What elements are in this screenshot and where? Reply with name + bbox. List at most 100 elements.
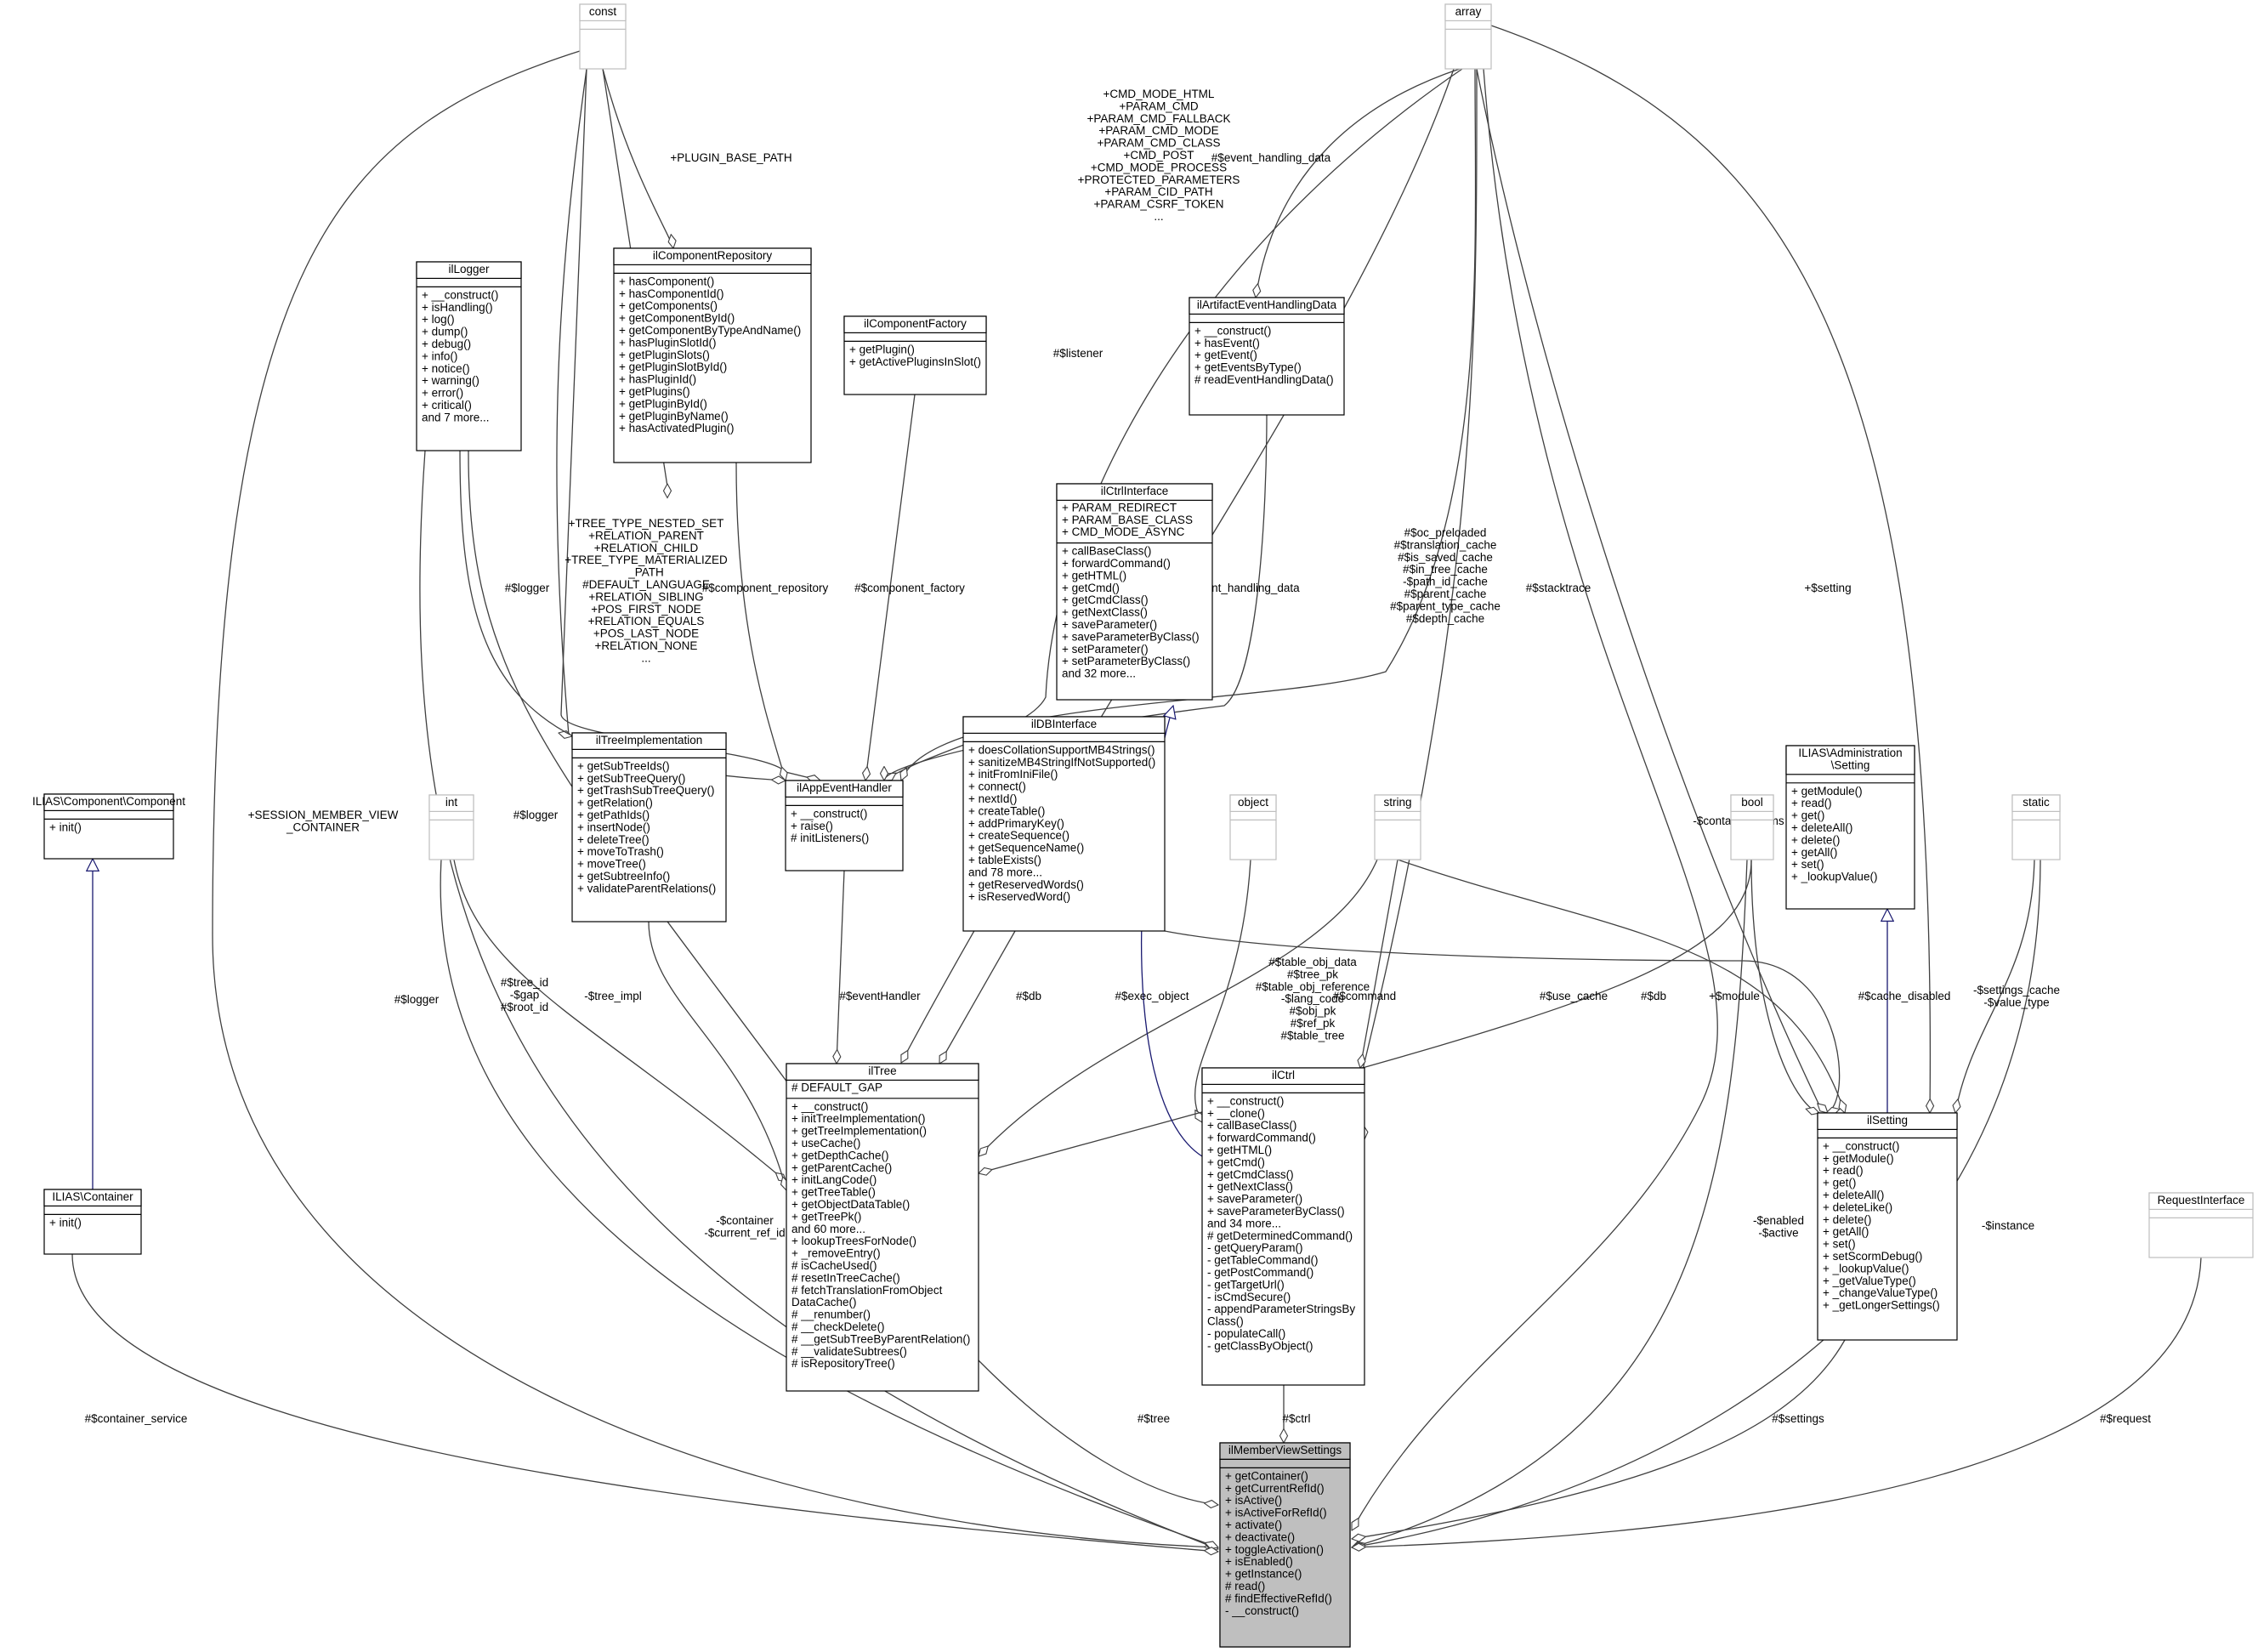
class-node-object[interactable]: object bbox=[1229, 794, 1277, 860]
edge-setting-memberviewsettings bbox=[1352, 1339, 1846, 1539]
edge-dbinterface-setting bbox=[1164, 930, 1840, 1113]
class-method: + hasComponent() bbox=[619, 275, 714, 287]
class-attribute: # DEFAULT_GAP bbox=[791, 1081, 882, 1093]
edge-label-line: +RELATION_SIBLING bbox=[588, 590, 703, 603]
edge-label-line: +RELATION_EQUALS bbox=[588, 615, 705, 627]
class-node-iltreeimplementation[interactable]: ilTreeImplementation+ getSubTreeIds()+ g… bbox=[571, 732, 727, 923]
class-node-ilsetting[interactable]: ilSetting+ __construct()+ getModule()+ r… bbox=[1817, 1112, 1958, 1341]
class-method: - getQueryParam() bbox=[1207, 1241, 1303, 1254]
edge-label-line: #$tree bbox=[1138, 1412, 1170, 1425]
class-method: + info() bbox=[422, 349, 457, 362]
class-method: - __construct() bbox=[1225, 1604, 1299, 1617]
class-node-ildbinterface[interactable]: ilDBInterface+ doesCollationSupportMB4St… bbox=[962, 716, 1166, 932]
class-title-area bbox=[1056, 483, 1213, 501]
class-box bbox=[786, 1063, 979, 1392]
class-node-int[interactable]: int bbox=[428, 794, 474, 860]
class-node-ilappeventhandler[interactable]: ilAppEventHandler+ __construct()+ raise(… bbox=[785, 780, 904, 871]
edge-label-db-tree: #$db bbox=[1016, 990, 1041, 1002]
class-method: + connect() bbox=[968, 781, 1026, 793]
edge-label-line: #$depth_cache bbox=[1406, 612, 1484, 625]
class-method: + getSubTreeIds() bbox=[577, 759, 670, 772]
class-method: + lookupTreesForNode() bbox=[791, 1235, 916, 1247]
class-node-iliascomponent[interactable]: ILIAS\Component\Component+ init() bbox=[32, 793, 185, 860]
edge-string-setting bbox=[1397, 859, 1845, 1113]
class-title-area bbox=[1785, 745, 1915, 775]
edge-label-setting: +$setting bbox=[1804, 582, 1851, 594]
class-method: + createTable() bbox=[968, 804, 1045, 817]
class-method: + getPathIds() bbox=[577, 809, 650, 821]
class-node-bool[interactable]: bool bbox=[1730, 794, 1774, 860]
edge-treeimpl-tree bbox=[648, 921, 786, 1190]
class-method: + getTreePk() bbox=[791, 1210, 861, 1223]
edge-label-tree-impl: -$tree_impl bbox=[584, 990, 642, 1002]
edge-string-tree bbox=[979, 859, 1378, 1156]
class-node-ilmemberviewsettings[interactable]: ilMemberViewSettings+ getContainer()+ ge… bbox=[1219, 1442, 1351, 1648]
edge-label-line: -$settings_cache bbox=[1973, 984, 2060, 996]
edge-label-ctrl-consts: +CMD_MODE_HTML+PARAM_CMD+PARAM_CMD_FALLB… bbox=[1078, 88, 1240, 223]
class-node-const[interactable]: const bbox=[579, 3, 627, 70]
class-node-array[interactable]: array bbox=[1444, 3, 1492, 70]
edge-label-logger-appev: #$logger bbox=[505, 582, 550, 594]
edge-label-line: #$logger bbox=[513, 809, 559, 821]
class-node-ilartifacteventhandlingdata[interactable]: ilArtifactEventHandlingData+ __construct… bbox=[1189, 297, 1345, 416]
class-method: + initFromIniFile() bbox=[968, 768, 1058, 781]
class-node-string[interactable]: string bbox=[1374, 794, 1421, 860]
edge-label-tree: #$tree bbox=[1138, 1412, 1170, 1425]
class-name: array bbox=[1455, 5, 1482, 18]
edge-label-line: #$command bbox=[1333, 990, 1396, 1002]
class-name: ilArtifactEventHandlingData bbox=[1197, 298, 1337, 311]
class-method: # __validateSubtrees() bbox=[791, 1345, 907, 1358]
edge-label-event-handling-data-hash: #$event_handling_data bbox=[1211, 151, 1331, 164]
class-node-illogger[interactable]: ilLogger+ __construct()+ isHandling()+ l… bbox=[416, 261, 522, 451]
class-method: Class() bbox=[1207, 1315, 1244, 1328]
class-method: + getHTML() bbox=[1207, 1144, 1272, 1156]
edge-label-settings-cache: -$settings_cache-$value_type bbox=[1973, 984, 2060, 1008]
class-node-ilcomponentrepository[interactable]: ilComponentRepository+ hasComponent()+ h… bbox=[613, 247, 812, 463]
class-method: - getTargetUrl() bbox=[1207, 1278, 1285, 1291]
edge-label-line: -$container bbox=[716, 1214, 774, 1227]
class-attribute: + PARAM_REDIRECT bbox=[1062, 501, 1177, 514]
class-method: + error() bbox=[422, 387, 463, 400]
edge-label-settings: #$settings bbox=[1772, 1412, 1824, 1425]
edge-label-line: #$parent_type_cache bbox=[1390, 599, 1501, 612]
edges-layer bbox=[71, 25, 2202, 1552]
class-method: + _lookupValue() bbox=[1791, 871, 1877, 883]
class-method: + getCmdClass() bbox=[1207, 1168, 1294, 1181]
edge-label-line: #$eventHandler bbox=[839, 990, 921, 1002]
class-name: ilCtrl bbox=[1272, 1069, 1295, 1081]
class-node-ilctrl[interactable]: ilCtrl+ __construct()+ __clone()+ callBa… bbox=[1201, 1067, 1365, 1386]
edge-label-line: +POS_FIRST_NODE bbox=[591, 603, 701, 616]
class-method: + getEvent() bbox=[1194, 349, 1257, 361]
edge-const-appeventhandler bbox=[556, 68, 587, 736]
class-box bbox=[1817, 1112, 1958, 1341]
class-title-area bbox=[428, 794, 474, 812]
class-node-requestinterface[interactable]: RequestInterface bbox=[2148, 1192, 2254, 1258]
class-node-ilctrlinterface[interactable]: ilCtrlInterface+ PARAM_REDIRECT+ PARAM_B… bbox=[1056, 483, 1213, 701]
edge-label-line: #$use_cache bbox=[1540, 990, 1608, 1002]
edge-object-ctrl bbox=[1194, 859, 1251, 1122]
class-node-ilcomponentfactory[interactable]: ilComponentFactory+ getPlugin()+ getActi… bbox=[843, 315, 987, 395]
edge-label-line: #$db bbox=[1016, 990, 1041, 1002]
class-method: + getComponentByTypeAndName() bbox=[619, 324, 801, 337]
edge-dbinterface-tree bbox=[939, 930, 1016, 1064]
class-node-iltree[interactable]: ilTree# DEFAULT_GAP+ __construct()+ init… bbox=[786, 1063, 979, 1392]
class-name: object bbox=[1238, 796, 1268, 809]
class-method: and 60 more... bbox=[791, 1223, 865, 1235]
class-method: + getActivePluginsInSlot() bbox=[849, 355, 981, 368]
class-node-iliascontainer[interactable]: ILIAS\Container+ init() bbox=[43, 1189, 142, 1255]
edge-label-line: #$oc_preloaded bbox=[1404, 526, 1487, 539]
edge-label-line: #$component_repository bbox=[702, 582, 829, 594]
class-method: + getPlugin() bbox=[849, 343, 915, 355]
edge-label-cache-disabled: #$cache_disabled bbox=[1858, 990, 1951, 1002]
class-box bbox=[613, 247, 812, 463]
class-method: + saveParameter() bbox=[1062, 618, 1157, 631]
edge-label-component-repository: #$component_repository bbox=[702, 582, 829, 594]
class-node-iliasadminsetting[interactable]: ILIAS\Administration\Setting+ getModule(… bbox=[1785, 745, 1915, 910]
class-method: + doesCollationSupportMB4Strings() bbox=[968, 743, 1155, 756]
edge-logger-tree bbox=[468, 450, 795, 1093]
class-title-area bbox=[1444, 3, 1492, 21]
class-method: + getSubTreeQuery() bbox=[577, 772, 685, 785]
edge-label-line: +PARAM_CID_PATH bbox=[1104, 185, 1212, 198]
class-node-static[interactable]: static bbox=[2011, 794, 2061, 860]
